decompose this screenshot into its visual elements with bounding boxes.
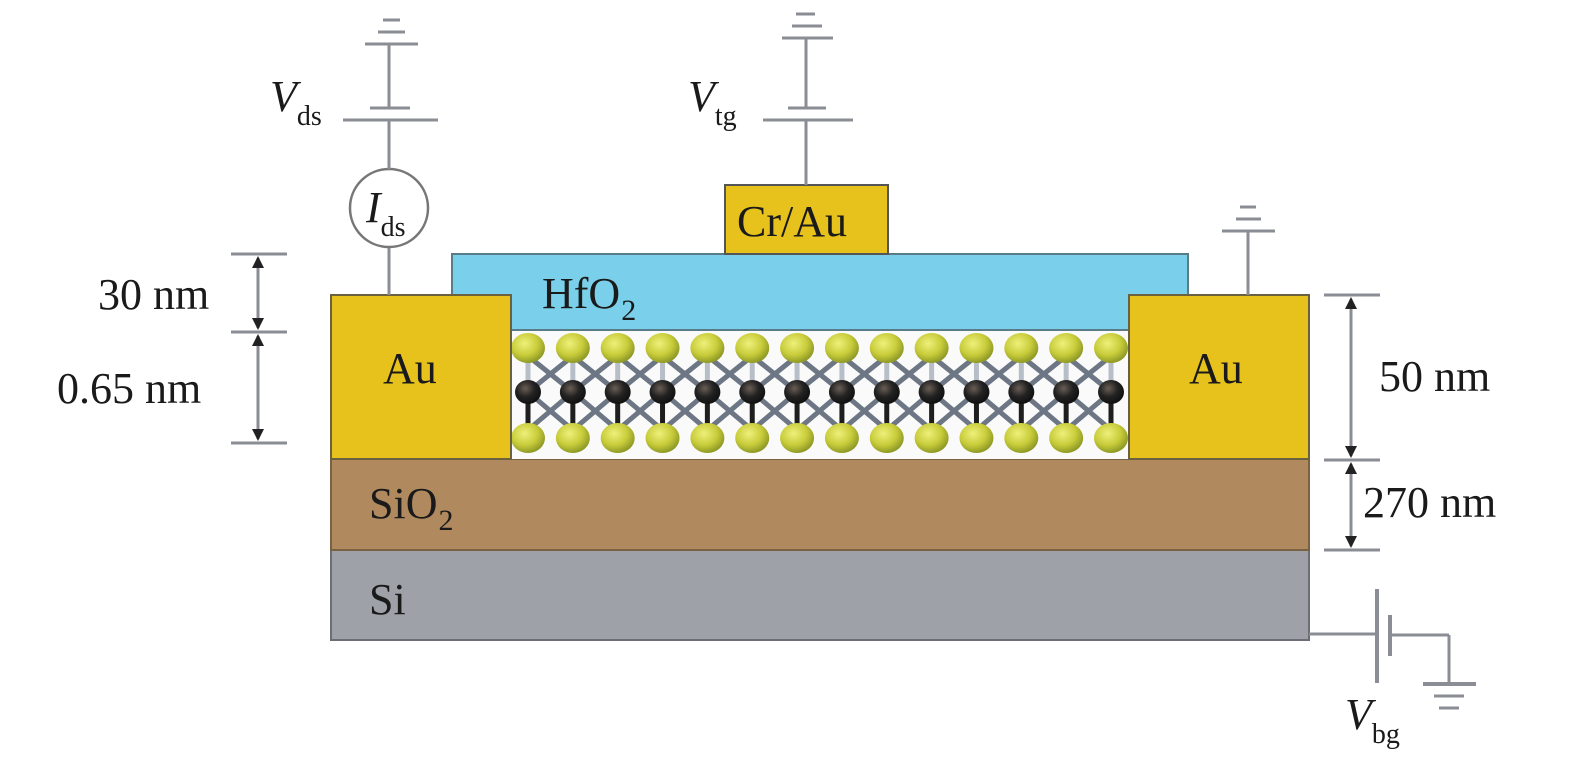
hfo2-thickness-label: 30 nm [98, 270, 210, 319]
left-dimension-markers [231, 252, 287, 445]
arrow-up-icon [1345, 297, 1357, 309]
chalcogen-atom [959, 423, 994, 453]
sio2-label-subscript: 2 [438, 504, 454, 537]
vtg-subscript: tg [714, 101, 737, 132]
vtg-label: Vtg [688, 72, 737, 131]
metal-atom [559, 380, 586, 404]
chalcogen-atom [735, 423, 770, 453]
right-contact-label: Au [1189, 344, 1243, 393]
chalcogen-atom [824, 333, 859, 363]
metal-atom [1008, 380, 1035, 404]
right-dimension-markers [1324, 293, 1380, 552]
metal-atom [918, 380, 945, 404]
top-gate-label: Cr/Au [737, 197, 847, 246]
chalcogen-atom [600, 423, 635, 453]
chalcogen-atom [869, 423, 904, 453]
ids-label: Ids [366, 183, 406, 242]
metal-atom [1098, 380, 1124, 404]
top-gate-electrode [724, 184, 889, 255]
metal-atom [828, 380, 855, 404]
metal-atom [963, 380, 990, 404]
chalcogen-atom [690, 423, 725, 453]
chalcogen-atom [511, 423, 545, 453]
sio2-thickness-label: 270 nm [1363, 478, 1497, 527]
metal-atom [873, 380, 900, 404]
arrow-down-icon [252, 429, 264, 441]
arrow-up-icon [1345, 462, 1357, 474]
right-contact-ground [1222, 205, 1275, 295]
vds-circuit [343, 18, 438, 295]
channel-crystal [511, 333, 1128, 453]
si-label: Si [369, 575, 406, 624]
metal-atom [515, 380, 541, 404]
vbg-circuit [1309, 589, 1476, 710]
sio2-layer [330, 458, 1310, 551]
left-contact-label: Au [383, 344, 437, 393]
arrow-down-icon [1345, 536, 1357, 548]
arrow-up-icon [252, 256, 264, 268]
right-au-contact [1128, 294, 1310, 460]
vds-label: Vds [270, 72, 322, 131]
metal-atom [739, 380, 766, 404]
chalcogen-atom [824, 423, 859, 453]
si-substrate [330, 549, 1310, 641]
chalcogen-atom [511, 333, 545, 363]
metal-atom [649, 380, 676, 404]
chalcogen-atom [869, 333, 904, 363]
hfo2-label: HfO2 [542, 269, 636, 326]
chalcogen-atom [1004, 423, 1039, 453]
chalcogen-atom [959, 333, 994, 363]
chalcogen-atom [555, 333, 590, 363]
vtg-circuit [763, 12, 853, 185]
chalcogen-atom [645, 423, 680, 453]
chalcogen-atom [690, 333, 725, 363]
chalcogen-atom [1004, 333, 1039, 363]
arrow-down-icon [252, 318, 264, 330]
chalcogen-atom [555, 423, 590, 453]
chalcogen-atom [780, 423, 815, 453]
left-au-contact [330, 294, 512, 460]
ids-symbol: I [366, 183, 381, 232]
chalcogen-atom [735, 333, 770, 363]
chalcogen-atom [600, 333, 635, 363]
vds-subscript: ds [296, 101, 322, 132]
hfo2-label-main: HfO [542, 269, 621, 318]
vbg-label: Vbg [1345, 690, 1400, 749]
hfo2-label-subscript: 2 [621, 294, 637, 327]
contact-thickness-label: 50 nm [1379, 352, 1491, 401]
chalcogen-atom [1094, 333, 1128, 363]
arrow-down-icon [1345, 446, 1357, 458]
vds-symbol: V [270, 72, 297, 121]
metal-atom [694, 380, 721, 404]
arrow-up-icon [252, 334, 264, 346]
sio2-label-main: SiO [369, 479, 438, 528]
chalcogen-atom [780, 333, 815, 363]
chalcogen-atom [914, 333, 949, 363]
ids-subscript: ds [380, 212, 406, 243]
chalcogen-atom [1049, 333, 1084, 363]
sio2-label: SiO2 [369, 479, 453, 536]
chalcogen-atom [645, 333, 680, 363]
vbg-subscript: bg [1371, 719, 1400, 750]
chalcogen-atom [1049, 423, 1084, 453]
vbg-symbol: V [1345, 690, 1372, 739]
metal-atom [1053, 380, 1080, 404]
chalcogen-atom [1094, 423, 1128, 453]
metal-atom [604, 380, 631, 404]
channel-thickness-label: 0.65 nm [57, 364, 202, 413]
hfo2-layer [451, 253, 1189, 331]
vtg-symbol: V [688, 72, 715, 121]
metal-atom [784, 380, 811, 404]
chalcogen-atom [914, 423, 949, 453]
